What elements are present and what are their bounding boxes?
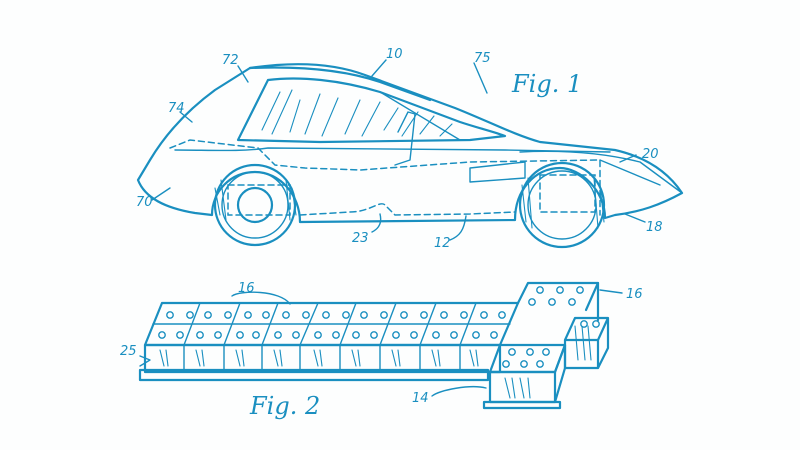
leader-12 — [449, 215, 467, 241]
ref-75: 75 — [474, 51, 491, 66]
antenna — [473, 62, 488, 94]
leader-70 — [151, 187, 171, 201]
cell-hatching — [159, 325, 592, 399]
base-plate — [138, 368, 490, 382]
ref-25: 25 — [120, 344, 137, 359]
car-body-outline — [136, 63, 684, 224]
hood-crease — [519, 150, 683, 194]
leader-16-left — [231, 291, 291, 305]
leader-74 — [179, 111, 193, 123]
figure-1-label: Fig. 1 — [511, 70, 582, 98]
leader-25 — [139, 355, 151, 367]
ref-20: 20 — [642, 147, 659, 162]
roof-line — [248, 66, 432, 102]
terminal-studs — [158, 286, 600, 368]
cell-top-dividers — [152, 302, 511, 346]
ref-12: 12 — [434, 236, 451, 251]
extension-base — [482, 400, 562, 410]
window-divider — [379, 91, 461, 141]
window-hatching — [261, 89, 453, 137]
ref-14: 14 — [412, 391, 429, 406]
ref-16-right: 16 — [626, 287, 643, 302]
battery-tray-dashed — [299, 203, 516, 216]
raised-block-top — [516, 281, 600, 312]
car-side-view — [136, 59, 684, 249]
window-outline — [236, 77, 507, 144]
leader-10 — [371, 59, 387, 77]
seat-outline — [394, 111, 416, 166]
front-nose — [599, 159, 661, 186]
belt-line — [174, 147, 611, 153]
figure-2-label: Fig. 2 — [249, 392, 320, 420]
ref-10: 10 — [386, 47, 403, 62]
battery-pack — [138, 281, 610, 410]
leader-16-right — [599, 289, 623, 294]
leader-23 — [371, 213, 382, 233]
ref-16-left: 16 — [238, 281, 255, 296]
leader-72 — [237, 65, 249, 83]
front-wheel — [518, 161, 606, 249]
internal-frame-dashed — [169, 139, 601, 216]
ref-70: 70 — [136, 195, 153, 210]
ref-72: 72 — [222, 53, 239, 68]
side-scoop — [469, 161, 526, 183]
ref-18: 18 — [646, 220, 663, 235]
rear-wheel — [213, 163, 297, 247]
ref-23: 23 — [352, 231, 369, 246]
ref-74: 74 — [168, 101, 185, 116]
extension-lower-front — [488, 370, 557, 404]
leader-18 — [624, 213, 646, 223]
leader-20 — [619, 154, 637, 163]
cell-dividers — [183, 344, 461, 373]
extension-lower-side — [553, 343, 567, 404]
leader-14 — [431, 386, 487, 397]
